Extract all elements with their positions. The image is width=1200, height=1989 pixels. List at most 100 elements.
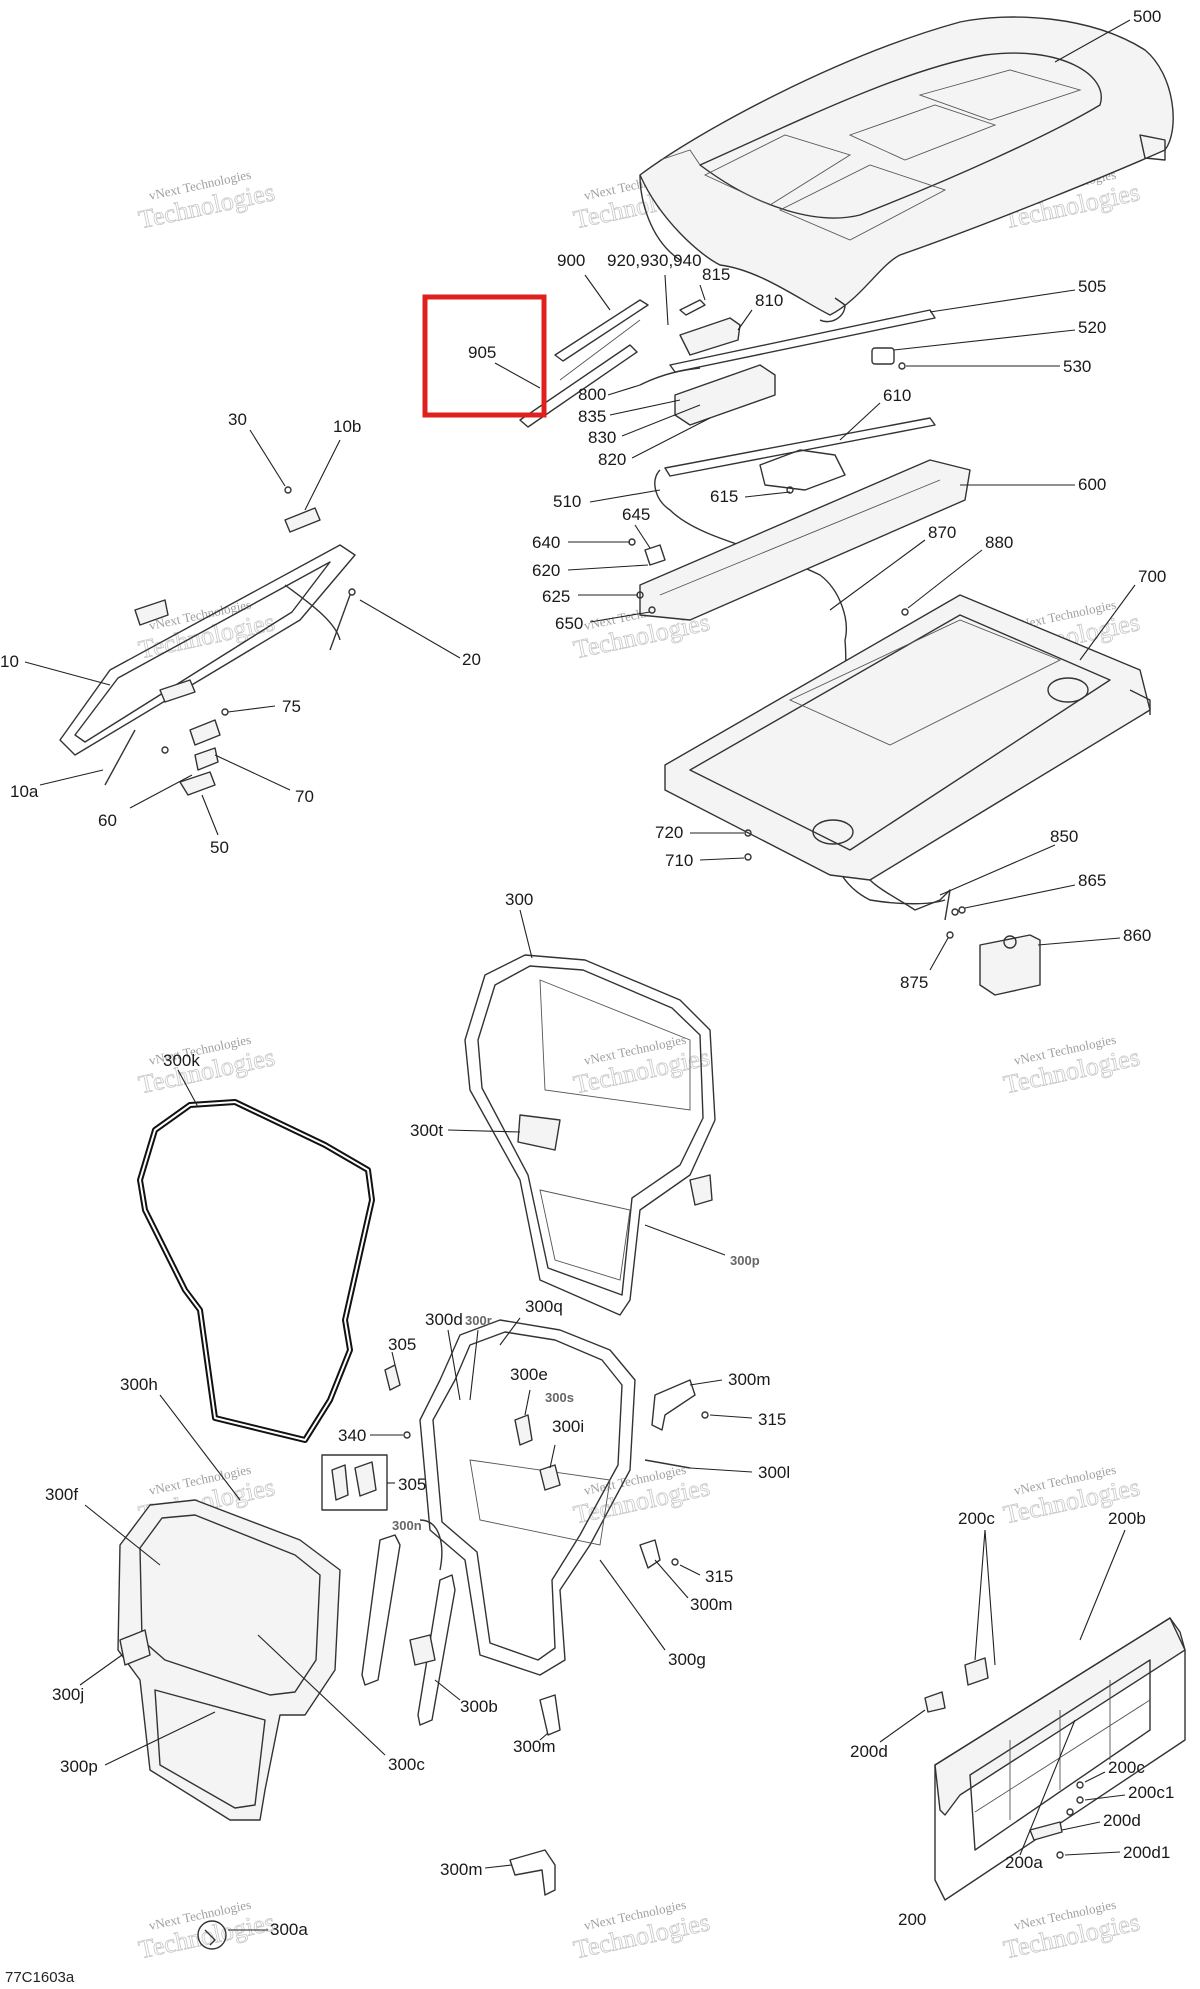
callout-625: 625	[542, 587, 638, 606]
svg-text:710: 710	[665, 851, 693, 870]
callout-860: 860	[1037, 926, 1151, 946]
svg-text:875: 875	[900, 973, 928, 992]
callout-10: 10	[0, 652, 111, 686]
svg-text:880: 880	[985, 533, 1013, 552]
watermark-14: vNext Technologies Technologies	[571, 1897, 713, 1965]
callout-200d-left: 200d	[850, 1709, 926, 1761]
callout-305-b: 305	[387, 1475, 426, 1494]
rear-window-10	[59, 544, 356, 756]
svg-text:530: 530	[1063, 357, 1091, 376]
svg-text:300h: 300h	[120, 1375, 158, 1394]
svg-text:300g: 300g	[668, 1650, 706, 1669]
fastener-200d-left	[924, 1691, 946, 1713]
callout-640: 640	[532, 533, 630, 552]
callout-300b: 300b	[434, 1679, 498, 1716]
regulator-right-300b	[409, 1574, 456, 1726]
callout-875: 875	[900, 931, 954, 992]
callout-300r: 300r	[465, 1313, 492, 1401]
callout-830: 830	[588, 404, 701, 447]
wiper-arm-illustration	[519, 299, 649, 428]
fastener-group-right	[1029, 1781, 1084, 1859]
svg-text:200a: 200a	[1005, 1853, 1043, 1872]
svg-text:70: 70	[295, 787, 314, 806]
callout-300g: 300g	[599, 1559, 706, 1669]
svg-text:645: 645	[622, 505, 650, 524]
svg-text:800: 800	[578, 385, 606, 404]
svg-text:850: 850	[1050, 827, 1078, 846]
svg-text:200: 200	[898, 1910, 926, 1929]
svg-text:300f: 300f	[45, 1485, 78, 1504]
callout-10a: 10a	[10, 769, 104, 801]
callout-200c-top: 200c	[958, 1509, 996, 1666]
door-seal-300k	[137, 1099, 375, 1443]
svg-text:60: 60	[98, 811, 117, 830]
washer-hose-850	[869, 879, 951, 921]
svg-text:200d: 200d	[850, 1742, 888, 1761]
svg-text:625: 625	[542, 587, 570, 606]
highlight-box-905	[422, 294, 547, 418]
rear-panel-200	[934, 1617, 1186, 1901]
callout-710: 710	[665, 851, 752, 870]
callout-300k: 300k	[163, 1051, 200, 1108]
svg-text:835: 835	[578, 407, 606, 426]
svg-text:300k: 300k	[163, 1051, 200, 1070]
callout-200d: 200d	[1061, 1811, 1141, 1831]
svg-text:305: 305	[388, 1335, 416, 1354]
callout-620: 620	[532, 561, 649, 580]
callout-510: 510	[553, 489, 661, 511]
callout-500: 500	[1054, 7, 1161, 63]
wiper-motor-illustration	[639, 317, 776, 426]
svg-text:300m: 300m	[728, 1370, 771, 1389]
svg-text:300: 300	[505, 890, 533, 909]
callout-50: 50	[201, 794, 229, 857]
svg-text:10a: 10a	[10, 782, 39, 801]
svg-text:815: 815	[702, 265, 730, 284]
door-inner-frame-300g	[419, 1319, 636, 1676]
hinge-box-305	[321, 1454, 388, 1511]
bracket-300m-1	[651, 1379, 696, 1431]
callout-315-a: 315	[701, 1410, 786, 1429]
callout-75: 75	[227, 697, 301, 716]
callout-880: 880	[901, 533, 1013, 616]
callout-815: 815	[679, 265, 730, 316]
callout-300a: 300a	[197, 1920, 308, 1950]
callout-200b: 200b	[1079, 1509, 1146, 1641]
svg-text:860: 860	[1123, 926, 1151, 945]
svg-text:300d: 300d	[425, 1310, 463, 1329]
regulator-left	[361, 1534, 401, 1686]
svg-text:510: 510	[553, 492, 581, 511]
bracket-300m-2	[639, 1539, 661, 1569]
svg-text:300b: 300b	[460, 1697, 498, 1716]
callout-600: 600	[960, 475, 1106, 494]
latch-10b	[284, 507, 321, 533]
callout-300t: 300t	[410, 1121, 521, 1140]
callout-300m-3: 300m	[513, 1732, 556, 1756]
svg-text:900: 900	[557, 251, 585, 270]
callout-850: 850	[939, 827, 1078, 896]
callout-615: 615	[710, 487, 791, 506]
callout-20: 20	[359, 599, 481, 669]
callout-300i: 300i	[539, 1417, 584, 1491]
callout-300f: 300f	[45, 1485, 161, 1566]
svg-text:300t: 300t	[410, 1121, 443, 1140]
callout-810: 810	[737, 291, 783, 331]
svg-text:315: 315	[705, 1567, 733, 1586]
svg-text:200d: 200d	[1103, 1811, 1141, 1830]
callout-300m-1: 300m	[689, 1370, 771, 1389]
svg-text:820: 820	[598, 450, 626, 469]
watermark-13: vNext Technologies Technologies	[136, 1897, 278, 1965]
svg-text:905: 905	[468, 343, 496, 362]
watermark-8: vNext Technologies Technologies	[571, 1032, 713, 1100]
svg-text:640: 640	[532, 533, 560, 552]
callout-300n: 300n	[392, 1518, 443, 1571]
callout-300p: 300p	[60, 1711, 216, 1776]
svg-text:520: 520	[1078, 318, 1106, 337]
svg-text:200d1: 200d1	[1123, 1843, 1170, 1862]
callout-300s: 300s	[545, 1390, 574, 1405]
callout-520: 520	[871, 318, 1106, 365]
door-frame-300	[464, 954, 716, 1316]
svg-text:30: 30	[228, 410, 247, 429]
callout-315-b: 315	[671, 1558, 733, 1586]
trim-strip-505	[669, 309, 936, 373]
callout-200d1: 200d1	[1064, 1843, 1170, 1862]
